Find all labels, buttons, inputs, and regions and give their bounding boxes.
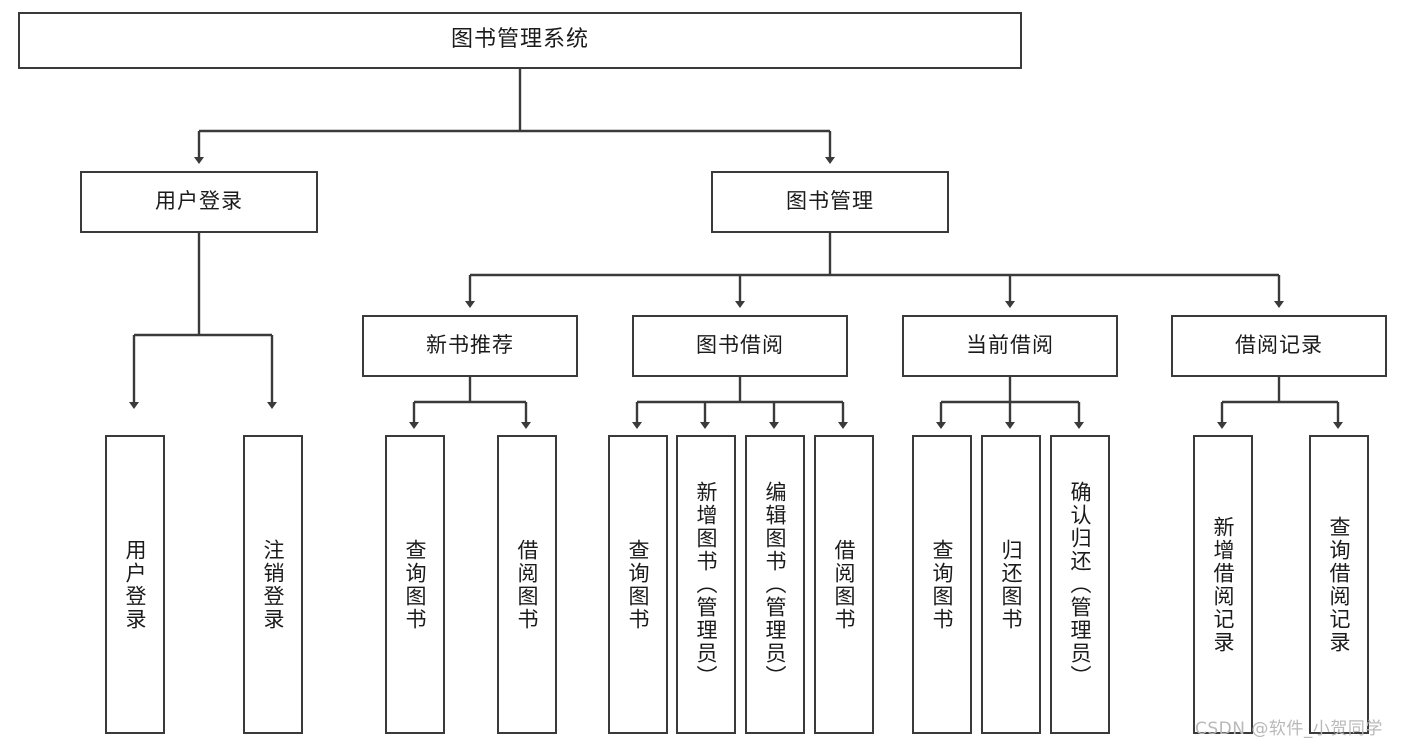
leaf-user-login-login[interactable]: 用户登录 [105,435,165,734]
leaf-label: 新增图书（管理员） [694,481,718,688]
leaf-current-query-book[interactable]: 查询图书 [912,435,972,734]
leaf-borrow-add-book-admin[interactable]: 新增图书（管理员） [676,435,736,734]
leaf-label: 新增借阅记录 [1211,515,1235,654]
leaf-label: 借阅图书 [832,538,856,631]
leaf-label: 确认归还（管理员） [1068,481,1092,688]
leaf-borrow-borrow-book[interactable]: 借阅图书 [814,435,874,734]
node-book-management[interactable]: 图书管理 [711,171,949,233]
watermark-text: CSDN @软件_小贺同学 [1195,719,1383,739]
leaf-borrow-edit-book-admin[interactable]: 编辑图书（管理员） [745,435,805,734]
leaf-current-return-book[interactable]: 归还图书 [981,435,1041,734]
node-root-system[interactable]: 图书管理系统 [18,12,1022,69]
leaf-record-query-record[interactable]: 查询借阅记录 [1309,435,1369,734]
leaf-recommend-query-book[interactable]: 查询图书 [385,435,445,734]
leaf-label: 查询图书 [403,538,427,631]
leaf-user-login-logout[interactable]: 注销登录 [243,435,303,734]
leaf-recommend-borrow-book[interactable]: 借阅图书 [497,435,557,734]
leaf-label: 查询图书 [626,538,650,631]
leaf-label: 注销登录 [261,538,285,631]
node-book-borrow[interactable]: 图书借阅 [632,315,848,377]
leaf-label: 借阅图书 [515,538,539,631]
leaf-label: 查询借阅记录 [1327,515,1351,654]
leaf-label: 用户登录 [123,538,147,631]
leaf-label: 查询图书 [930,538,954,631]
leaf-borrow-query-book[interactable]: 查询图书 [608,435,668,734]
node-user-login[interactable]: 用户登录 [80,171,318,233]
leaf-label: 编辑图书（管理员） [763,481,787,688]
node-new-book-recommend[interactable]: 新书推荐 [362,315,578,377]
node-borrow-record[interactable]: 借阅记录 [1171,315,1387,377]
leaf-label: 归还图书 [999,538,1023,631]
leaf-current-confirm-return-admin[interactable]: 确认归还（管理员） [1050,435,1110,734]
node-current-borrow[interactable]: 当前借阅 [902,315,1118,377]
leaf-record-add-record[interactable]: 新增借阅记录 [1193,435,1253,734]
